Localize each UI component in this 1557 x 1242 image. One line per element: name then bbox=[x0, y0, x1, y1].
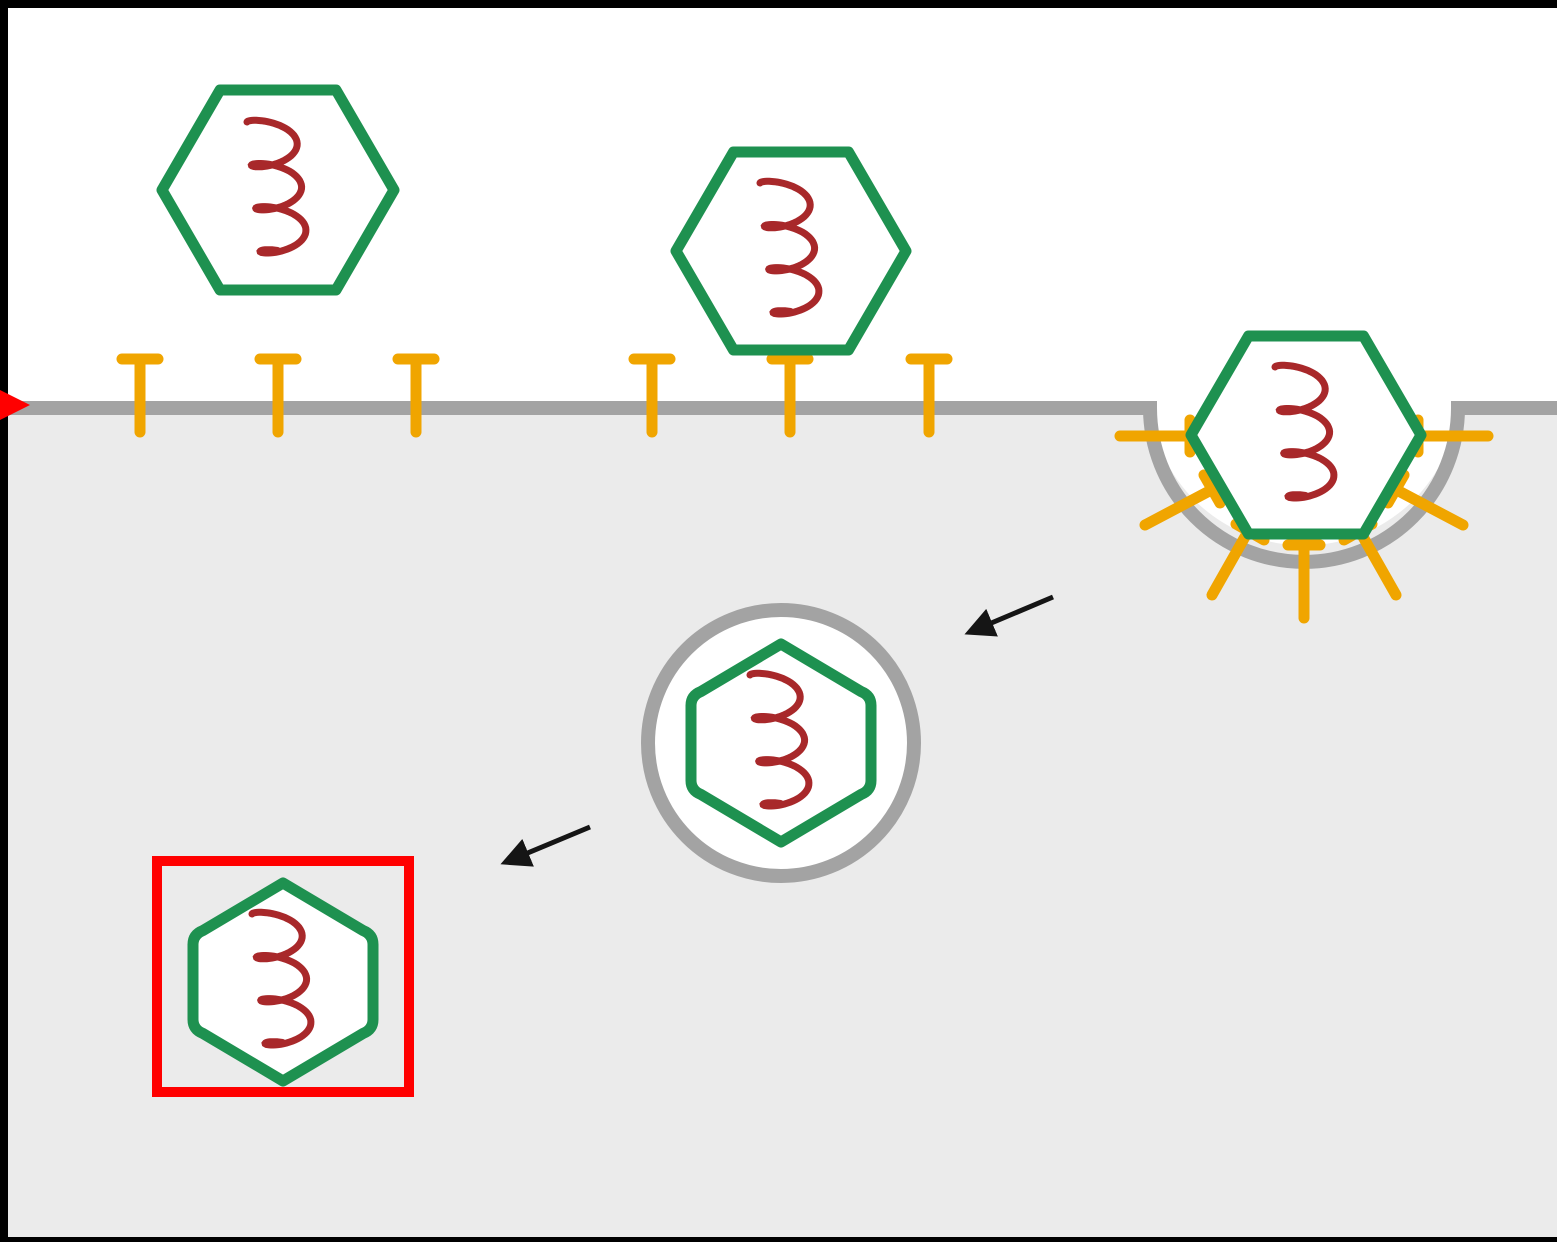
surface-receptors bbox=[116, 353, 953, 438]
receptor-2 bbox=[254, 353, 302, 438]
pit-receptor-2 bbox=[1139, 469, 1226, 531]
receptor-5 bbox=[766, 353, 814, 438]
receptor-6 bbox=[905, 353, 953, 438]
pit-receptor-4 bbox=[1282, 536, 1326, 624]
pointer-marker bbox=[0, 390, 30, 420]
capsid-shell bbox=[685, 638, 877, 848]
capsid-shell bbox=[156, 84, 400, 296]
internalizing-virion bbox=[1185, 330, 1427, 540]
virions-layer bbox=[156, 84, 1427, 1087]
pit-receptors bbox=[1114, 414, 1494, 624]
receptor-3 bbox=[392, 353, 440, 438]
capsid-shell bbox=[1185, 330, 1427, 540]
viral-genome-coil bbox=[243, 116, 310, 257]
receptor-4 bbox=[628, 353, 676, 438]
endosome-virion bbox=[685, 638, 877, 848]
receptor-1 bbox=[116, 353, 164, 438]
arrow-to-endosome bbox=[964, 594, 1054, 637]
capsid-shell bbox=[187, 877, 379, 1087]
viral-genome-coil bbox=[1271, 361, 1338, 502]
capsid-shell bbox=[670, 146, 912, 356]
released-virion bbox=[187, 877, 379, 1087]
viral-genome-coil bbox=[746, 669, 813, 810]
free-virion-1 bbox=[156, 84, 400, 296]
viral-genome-coil bbox=[756, 177, 823, 318]
highlight-box bbox=[152, 856, 414, 1097]
arrow-to-release bbox=[500, 824, 591, 867]
free-virion-2 bbox=[670, 146, 912, 356]
viral-genome-coil bbox=[248, 908, 315, 1049]
